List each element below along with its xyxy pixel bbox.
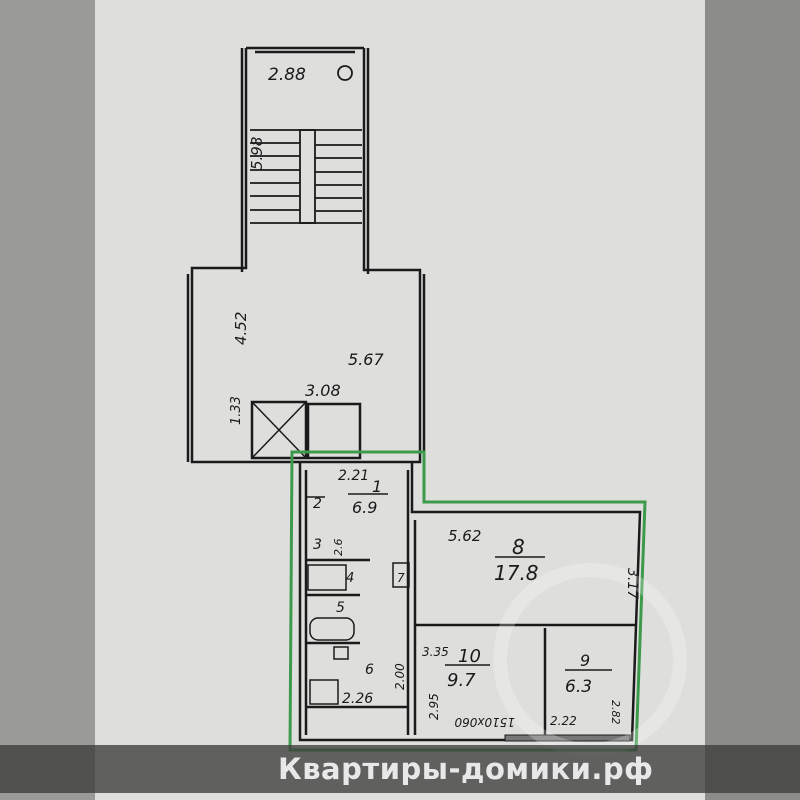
window-label: 1510x060 <box>454 715 515 729</box>
room-10-number: 10 <box>458 646 481 667</box>
stove-icon <box>309 679 339 705</box>
room-8-number: 8 <box>512 535 525 559</box>
sink-icon <box>333 646 349 660</box>
room-8-area: 17.8 <box>494 561 539 585</box>
watermark-text: Квартиры-домики.рф <box>278 752 654 786</box>
room-6-dimension: 2.26 <box>342 691 373 707</box>
room-4-number: 4 <box>346 571 354 586</box>
room-9-number: 9 <box>580 651 590 670</box>
room-9-area: 6.3 <box>565 677 592 697</box>
room-2-number: 2 <box>313 496 322 512</box>
staircase <box>250 129 362 224</box>
toilet-icon <box>307 564 347 591</box>
walls <box>186 46 642 742</box>
room-1-number: 1 <box>372 477 382 496</box>
room-1-area: 6.9 <box>352 498 377 517</box>
room-10-dimension2: 2.95 <box>427 693 441 720</box>
hall-width-label: 5.67 <box>348 350 384 369</box>
elevator-label: 3.08 <box>305 381 341 400</box>
room-9-dimension2: 2.82 <box>609 700 622 725</box>
riser-icon <box>337 65 353 81</box>
room-7-number: 7 <box>397 571 405 585</box>
room-6-number: 6 <box>365 662 374 678</box>
room-6-dimension2: 2.00 <box>393 663 407 690</box>
hall-small-label: 1.33 <box>229 396 244 425</box>
room-8-dimension: 5.62 <box>448 527 481 545</box>
watermark-banner <box>0 745 800 793</box>
paper-sheet <box>95 0 705 800</box>
room-8-dimension2: 3.17 <box>624 568 640 599</box>
elevator-shaft <box>250 400 308 460</box>
room-10-dimension: 3.35 <box>422 645 449 659</box>
room-1-dimension: 2.21 <box>338 468 369 484</box>
hall-length-label: 4.52 <box>232 312 250 345</box>
room-5-number: 5 <box>336 600 345 616</box>
room-3-number: 3 <box>313 537 322 553</box>
room-3-dimension: 2.6 <box>332 539 345 557</box>
room-9-dimension: 2.22 <box>550 714 577 728</box>
room-10-area: 9.7 <box>447 670 476 691</box>
stair-width-label: 2.88 <box>268 65 306 85</box>
stair-length-label: 5.98 <box>248 137 266 170</box>
bathtub-icon <box>309 617 355 641</box>
